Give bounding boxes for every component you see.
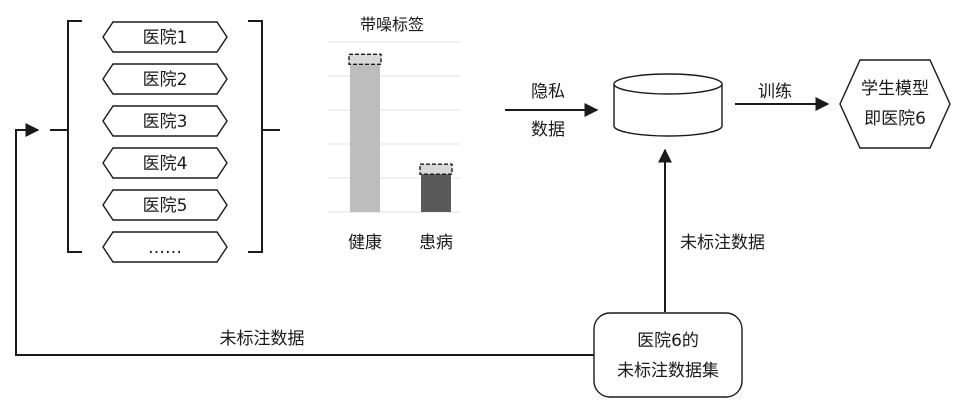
hospital-label: 医院2 <box>143 70 188 90</box>
category-label-sick: 患病 <box>419 233 453 253</box>
noise-box <box>348 53 382 66</box>
bar-group <box>348 53 453 212</box>
right-bracket <box>248 20 263 253</box>
hospital-label: 医院4 <box>143 154 188 174</box>
bar-患病 <box>421 170 451 212</box>
hospital-label: …… <box>148 238 182 258</box>
hospital-label: 医院3 <box>143 112 188 132</box>
noise-box <box>419 163 453 175</box>
student-model-label-line2: 即医院6 <box>864 109 926 129</box>
hospital-node <box>102 189 228 221</box>
dataset-label-line1: 医院6的 <box>637 331 699 351</box>
database-icon <box>613 73 723 137</box>
hospital-node <box>102 21 228 53</box>
hospital-label: 医院1 <box>143 28 188 48</box>
hospital-node <box>102 147 228 179</box>
train-label: 训练 <box>758 82 792 102</box>
noisy-label-chart: 带噪标签 健康 患病 <box>328 15 460 253</box>
unlabeled-data-left-label: 未标注数据 <box>220 329 305 349</box>
category-label-healthy: 健康 <box>348 233 382 253</box>
student-model-node <box>839 59 951 149</box>
private-data-label-line2: 数据 <box>531 120 565 140</box>
hospital6-dataset-node <box>593 312 743 398</box>
bar-健康 <box>350 60 380 212</box>
hospital-node <box>102 231 228 263</box>
feedback-arrow <box>15 123 594 356</box>
hospital-list: 医院1 医院2 医院3 医院4 医院5 …… <box>102 21 228 263</box>
student-model-label-line1: 学生模型 <box>861 79 929 99</box>
hospital-label: 医院5 <box>143 196 188 216</box>
hospital-node <box>102 105 228 137</box>
unlabeled-data-up-label: 未标注数据 <box>680 233 765 253</box>
hospital-node <box>102 63 228 95</box>
left-bracket <box>67 20 82 253</box>
hospital-group: 医院1 医院2 医院3 医院4 医院5 …… <box>50 20 280 263</box>
chart-title: 带噪标签 <box>360 15 424 34</box>
private-data-label-line1: 隐私 <box>531 82 565 102</box>
dataset-label-line2: 未标注数据集 <box>617 361 719 381</box>
